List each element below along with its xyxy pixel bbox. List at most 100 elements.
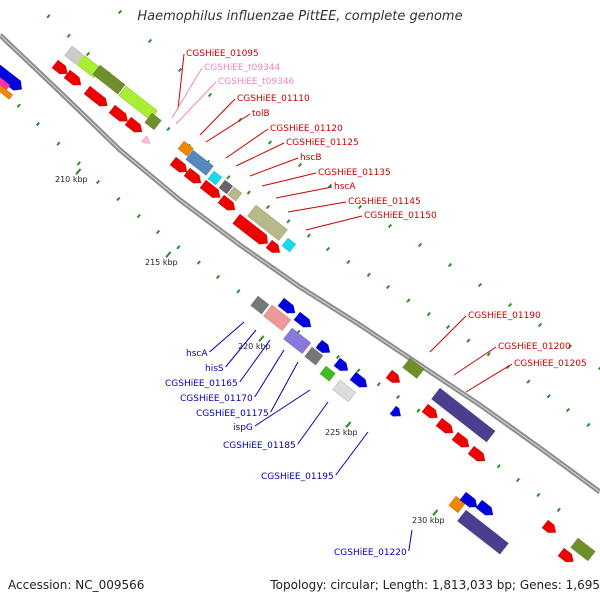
tick-mark [297, 162, 303, 168]
gene-red-3 [83, 85, 108, 107]
gene-red-10 [232, 213, 269, 245]
gene-red-12 [385, 369, 401, 384]
leader-line [254, 349, 285, 398]
tick-mark [85, 51, 91, 57]
gene-grey-3 [304, 346, 324, 366]
tick-mark [496, 464, 501, 469]
tick-mark [176, 245, 181, 250]
gene-blue-5 [349, 371, 368, 388]
tick-mark [346, 259, 351, 265]
gene-red-6-shape [169, 156, 188, 173]
gene-navy-1 [430, 387, 496, 443]
gene-olive-1-shape [92, 64, 126, 95]
tick-mark [147, 38, 153, 44]
tick-mark [35, 121, 41, 127]
gene-olive-2-shape [144, 112, 162, 131]
tick-mark [155, 229, 161, 235]
gene-blue-3-shape [315, 339, 331, 354]
gene-red-7-shape [183, 167, 202, 184]
genome-backbone [0, 33, 600, 495]
gene-blue-4 [333, 357, 349, 372]
gene-green [319, 365, 336, 382]
gene-red-18-shape [557, 547, 574, 563]
reverse-gene-label: CGSHiEE_01175 [196, 409, 269, 419]
gene-blue-1-shape [277, 297, 296, 314]
gene-grey-shape [64, 45, 84, 65]
leader-line [297, 401, 329, 445]
tick-mark [546, 394, 551, 399]
tick-mark [366, 272, 371, 278]
forward-gene-label: hscA [334, 182, 356, 192]
forward-gene-label: CGSHiEE_01125 [286, 138, 359, 148]
tick-mark [177, 67, 183, 73]
gene-red-15-shape [451, 431, 470, 448]
gene-dark [218, 179, 234, 195]
tick-mark [567, 344, 573, 349]
kbp-tick-label: 225 kbp [325, 428, 358, 437]
gene-orange-shape [177, 140, 194, 157]
tick-mark [117, 9, 123, 15]
kbp-major-tick [165, 251, 172, 258]
leader-line [249, 157, 299, 177]
tick-mark [565, 407, 571, 413]
tick-mark [267, 140, 273, 145]
forward-gene-label: hscB [300, 153, 322, 163]
gene-blue-7 [459, 491, 478, 508]
tick-mark [597, 365, 600, 371]
gene-cyan-1 [207, 170, 223, 186]
tick-mark [335, 354, 341, 360]
gene-red-17-shape [541, 519, 557, 534]
tick-mark [207, 92, 213, 98]
tick-mark [406, 298, 411, 303]
tick-mark [76, 161, 81, 166]
forward-gene-label: CGSHiEE_01150 [364, 211, 437, 221]
tick-mark [515, 477, 521, 483]
gene-features [0, 45, 596, 563]
tick-mark [526, 379, 531, 384]
forward-gene-label: CGSHiEE_01135 [318, 168, 391, 178]
tick-mark [166, 126, 171, 132]
gene-cyan-2-shape [281, 237, 297, 253]
reverse-gene-label: CGSHiEE_01220 [334, 548, 407, 558]
gene-khaki-2-shape [246, 204, 288, 242]
leader-line [465, 363, 513, 393]
topology-text: Topology: circular; Length: 1,813,033 bp… [270, 578, 600, 592]
tick-mark [66, 33, 71, 38]
gene-red-1 [51, 59, 68, 75]
gene-red-2 [63, 69, 82, 86]
leader-line [335, 431, 369, 476]
gene-trna-shape [141, 135, 151, 145]
gene-dark-shape [218, 179, 234, 195]
gene-red-18 [557, 547, 574, 563]
reverse-gene-label: hisS [205, 364, 224, 374]
forward-gene-label: CGSHiEE_01095 [186, 49, 259, 59]
tick-mark [306, 233, 311, 238]
forward-gene-label: CGSHiEE_t09344 [204, 63, 281, 73]
leader-line [453, 346, 497, 376]
tick-mark [466, 338, 471, 343]
leader-line [305, 215, 363, 231]
reverse-gene-label: CGSHiEE_01170 [180, 394, 253, 404]
gene-grey-2 [250, 295, 270, 315]
forward-gene-label: tolB [252, 109, 270, 119]
leader-line [205, 113, 251, 143]
tick-mark [447, 262, 453, 268]
gene-red-7 [183, 167, 202, 184]
gene-blue-2-shape [293, 311, 312, 328]
tick-mark [215, 274, 221, 280]
gene-red-14-shape [435, 417, 454, 434]
tick-mark [385, 284, 391, 290]
leader-line [275, 186, 333, 199]
kbp-major-tick [345, 421, 352, 428]
gene-red-8 [199, 179, 221, 199]
tick-mark [236, 289, 241, 294]
gene-red-17 [541, 519, 557, 534]
gene-blue-1 [277, 297, 296, 314]
gene-khaki-1 [227, 186, 243, 202]
gene-blue-7-shape [459, 491, 478, 508]
gene-red-1-shape [51, 59, 68, 75]
gene-blue-5-shape [349, 371, 368, 388]
forward-gene-label: CGSHiEE_t09346 [218, 77, 295, 87]
gene-edge-blue [0, 59, 23, 91]
